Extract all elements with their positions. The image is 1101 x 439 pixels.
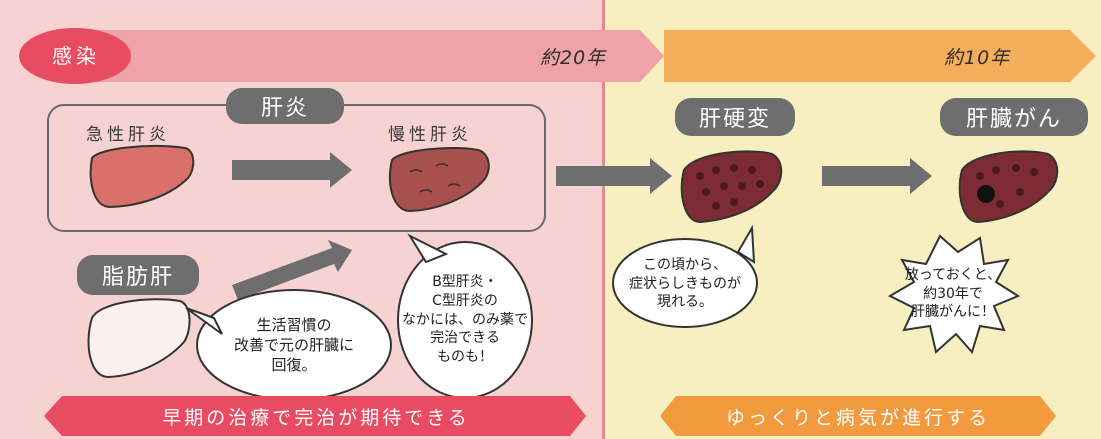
- chronic-hepatitis-label: 慢性肝炎: [388, 125, 472, 145]
- fatty-liver-pill: 脂肪肝: [77, 255, 199, 295]
- arrow-fatty-to-chronic: [232, 240, 352, 300]
- cirrhosis-pill: 肝硬変: [675, 98, 795, 136]
- bubble-hepatitis-line: なかには、のみ薬で: [402, 311, 528, 328]
- timeline-10-years-label: 約10年: [944, 47, 1011, 69]
- timeline-start-label: 感染: [52, 43, 100, 68]
- tumor-mark: [977, 185, 995, 203]
- bubble-symptoms-line: 現れる。: [657, 294, 713, 311]
- bubble-hepatitis-line: B型肝炎・: [432, 273, 498, 290]
- bubble-cancer-warning-line: 放っておくと、: [904, 266, 1002, 283]
- bubble-lifestyle-line: 生活習慣の: [256, 315, 332, 334]
- bubble-symptoms-text: この頃から、 症状らしきものが 現れる。: [618, 248, 752, 320]
- bubble-cancer-warning-line: 肝臓がんに！: [911, 304, 995, 321]
- bubble-lifestyle-line: 改善で元の肝臓に: [233, 335, 354, 354]
- timeline-arrow-pink: [70, 30, 664, 82]
- acute-hepatitis-liver: [89, 145, 195, 209]
- bubble-hepatitis-text: B型肝炎・ C型肝炎の なかには、のみ薬で 完治できる ものも！: [402, 254, 528, 386]
- bottom-right-banner-label: ゆっくりと病気が進行する: [725, 406, 990, 429]
- chronic-hepatitis-liver: [388, 147, 490, 213]
- bubble-lifestyle-text: 生活習慣の 改善で元の肝臓に 回復。: [206, 300, 382, 390]
- bottom-left-banner: [44, 396, 586, 436]
- arrow-to-cirrhosis: [556, 158, 672, 194]
- cancer-liver: [958, 150, 1059, 224]
- timeline-arrow-orange: [664, 30, 1096, 82]
- arrow-to-cancer: [822, 158, 932, 194]
- hepatitis-title-pill: 肝炎: [226, 88, 344, 124]
- bottom-left-banner-label: 早期の治療で完治が期待できる: [162, 406, 470, 429]
- bubble-hepatitis-line: 完治できる: [430, 330, 500, 347]
- bubble-lifestyle-line: 回復。: [271, 356, 317, 375]
- bubble-hepatitis-line: ものも！: [437, 349, 493, 366]
- bubble-cancer-warning-text: 放っておくと、 約30年で 肝臓がんに！: [892, 254, 1014, 334]
- bubble-symptoms-line: この頃から、: [643, 256, 727, 273]
- bubble-hepatitis-line: C型肝炎の: [432, 292, 498, 309]
- timeline-20-years-label: 約20年: [540, 47, 607, 69]
- acute-hepatitis-label: 急性肝炎: [86, 125, 170, 145]
- bubble-cancer-warning-line: 約30年で: [923, 285, 983, 302]
- cirrhosis-liver: [680, 150, 783, 224]
- infection-start-pill: [19, 28, 131, 84]
- bubble-symptoms-shape: [612, 238, 758, 328]
- liver-cancer-pill: 肝臓がん: [940, 98, 1088, 136]
- arrow-acute-to-chronic: [232, 152, 352, 188]
- stage-divider: [602, 0, 605, 439]
- bubble-symptoms-line: 症状らしきものが: [629, 275, 741, 292]
- bottom-right-banner: [660, 396, 1056, 436]
- bubble-cancer-warning-shape: [887, 234, 1021, 354]
- fatty-liver: [87, 298, 191, 379]
